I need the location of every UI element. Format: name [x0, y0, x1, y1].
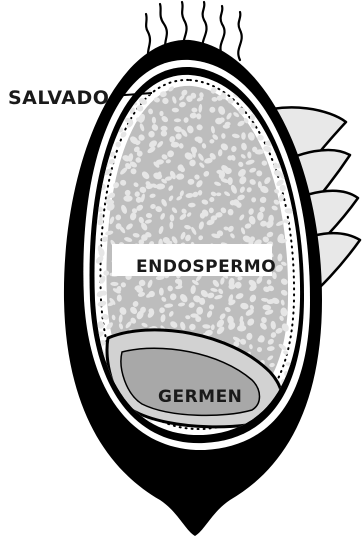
label-germ: GERMEN [158, 387, 242, 407]
granule [267, 84, 276, 89]
label-endosperm: ENDOSPERMO [136, 257, 276, 277]
granule [117, 295, 122, 302]
granule [171, 142, 180, 148]
granule [123, 195, 132, 201]
granule [174, 118, 181, 122]
granule [279, 88, 288, 95]
granule [277, 97, 284, 106]
label-bran: SALVADO [8, 87, 109, 109]
